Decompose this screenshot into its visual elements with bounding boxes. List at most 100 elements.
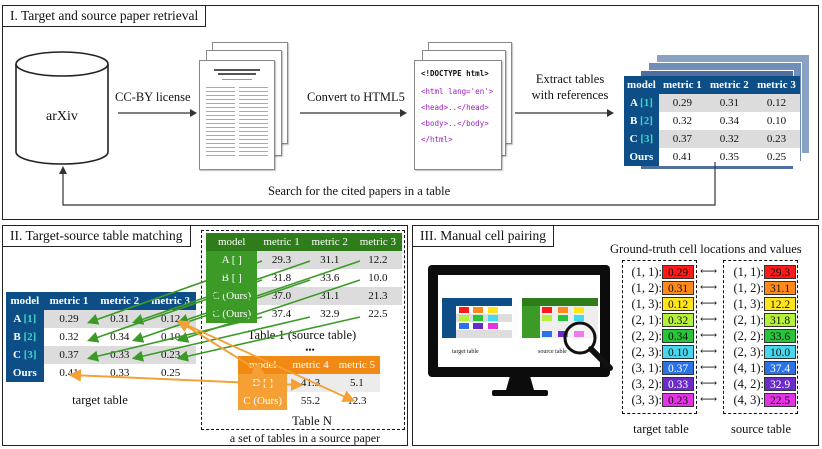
header-metric-2: metric 2 (705, 76, 753, 94)
ellipsis: ••• (305, 345, 315, 355)
license-label: CC-BY license (115, 90, 191, 104)
pair-arrow-icon: ⟷ (700, 344, 718, 358)
cell: 0.12 (752, 94, 800, 112)
row-label: B [2] (624, 112, 659, 130)
row-label: C [3] (624, 130, 659, 148)
pair-arrow-icon: ⟷ (700, 280, 718, 294)
pairing-panel-title: III. Manual cell pairing (412, 225, 554, 247)
target-cell-value: 0.23 (662, 393, 694, 407)
header-model: model (624, 76, 659, 94)
matching-arrows (68, 260, 361, 403)
row-label: Ours (6, 364, 44, 382)
target-cell-value: 0.29 (662, 265, 694, 279)
arxiv-database-icon (15, 51, 109, 165)
target-cell-location: (2, 1): (631, 313, 662, 327)
target-cell-location: (3, 3): (631, 393, 662, 407)
cell: 0.37 (43, 346, 95, 364)
cell: 31.1 (305, 287, 354, 305)
source-tables-box (201, 230, 405, 430)
source-cell-location: (4, 3): (733, 393, 764, 407)
target-cell-location: (1, 1): (631, 265, 662, 279)
arrow-convert (300, 109, 407, 117)
pair-arrow-icon: ⟷ (700, 264, 718, 278)
pair-arrow-icon: ⟷ (700, 312, 718, 326)
source-set-caption: a set of tables in a source paper (229, 431, 381, 445)
cell: 12.2 (353, 251, 402, 269)
source-cell-value: 37.4 (764, 361, 796, 375)
arrow-license (118, 109, 197, 117)
cell: 10.0 (353, 269, 402, 287)
cell: 0.35 (705, 148, 753, 166)
cell: 31.1 (305, 251, 354, 269)
paper-lines-icon (206, 69, 268, 156)
source-cell-location: (1, 2): (733, 281, 764, 295)
source-cell-value: 10.0 (764, 345, 796, 359)
target-cell-location: (1, 2): (631, 281, 662, 295)
source-pairs-box (723, 260, 798, 414)
header-metric-2: metric 2 (94, 292, 146, 310)
target-cell-location: (3, 2): (631, 377, 662, 391)
header-metric-3: metric 3 (752, 76, 800, 94)
cell: 0.23 (752, 130, 800, 148)
screen-target-label: target table (452, 349, 479, 355)
pair-arrow-icon: ⟷ (700, 392, 718, 406)
cell: 31.8 (257, 269, 306, 287)
pair-arrow-icon: ⟷ (700, 376, 718, 390)
html-line-head: <head>..</head> (421, 103, 489, 112)
extract-label-2: with references (531, 88, 609, 102)
paper-sheet-front (199, 60, 275, 170)
row-label: B [ ] (206, 269, 258, 287)
source-cell-value: 29.3 (764, 265, 796, 279)
cell: 0.25 (145, 364, 196, 382)
cell: 0.10 (752, 112, 800, 130)
row-label: A [1] (624, 94, 659, 112)
cell: 21.3 (353, 287, 402, 305)
pair-arrow-icon: ⟷ (700, 360, 718, 374)
cell: 0.32 (705, 130, 753, 148)
target-cell-location: (2, 2): (631, 329, 662, 343)
screen-source-label: source table (538, 349, 567, 355)
header-metric-1: metric 1 (658, 76, 706, 94)
target-cell-location: (1, 3): (631, 297, 662, 311)
search-loop-arrow (59, 162, 716, 206)
target-cell-value: 0.31 (662, 281, 694, 295)
html-line-doctype: <!DOCTYPE html> (421, 69, 489, 78)
row-label: A [ ] (206, 251, 258, 269)
target-pairs-box (622, 260, 697, 414)
cell: 0.29 (658, 94, 706, 112)
extract-label-1: Extract tables (535, 72, 605, 86)
pair-arrow-icon: ⟷ (700, 328, 718, 342)
source-cell-location: (2, 2): (733, 329, 764, 343)
search-label: Search for the cited papers in a table (268, 184, 451, 198)
source-cell-location: (1, 1): (733, 265, 764, 279)
source-cell-value: 22.5 (764, 393, 796, 407)
source-table-n-caption: Table N (292, 414, 332, 428)
source-cell-location: (2, 1): (733, 313, 764, 327)
html-line-html: <html lang='en'> (421, 87, 494, 96)
arrow-extract (515, 109, 614, 117)
ground-truth-title: Ground-truth cell locations and values (610, 242, 802, 256)
target-cell-value: 0.32 (662, 313, 694, 327)
cell: 29.3 (257, 251, 306, 269)
target-pairs-label: target table (633, 422, 689, 436)
source-cell-value: 31.8 (764, 313, 796, 327)
header-model: model (206, 233, 258, 251)
cell: 5.1 (333, 374, 380, 392)
header-metric-1: metric 1 (257, 233, 306, 251)
arxiv-label: arXiv (46, 109, 78, 124)
cell: 0.25 (752, 148, 800, 166)
row-label: A [1] (6, 310, 44, 328)
matching-panel-title: II. Target-source table matching (2, 225, 191, 247)
html-line-close: </html> (421, 135, 453, 144)
cell: 0.32 (658, 112, 706, 130)
cell: 0.32 (43, 328, 95, 346)
cell: 22.5 (353, 305, 402, 323)
source-table-1-caption: Table 1 (source table) (247, 328, 357, 342)
row-label: C (Ours) (238, 392, 288, 410)
cell: 0.37 (658, 130, 706, 148)
source-pairs-label: source table (730, 422, 792, 436)
source-cell-location: (2, 3): (733, 345, 764, 359)
row-label: C [3] (6, 346, 44, 364)
